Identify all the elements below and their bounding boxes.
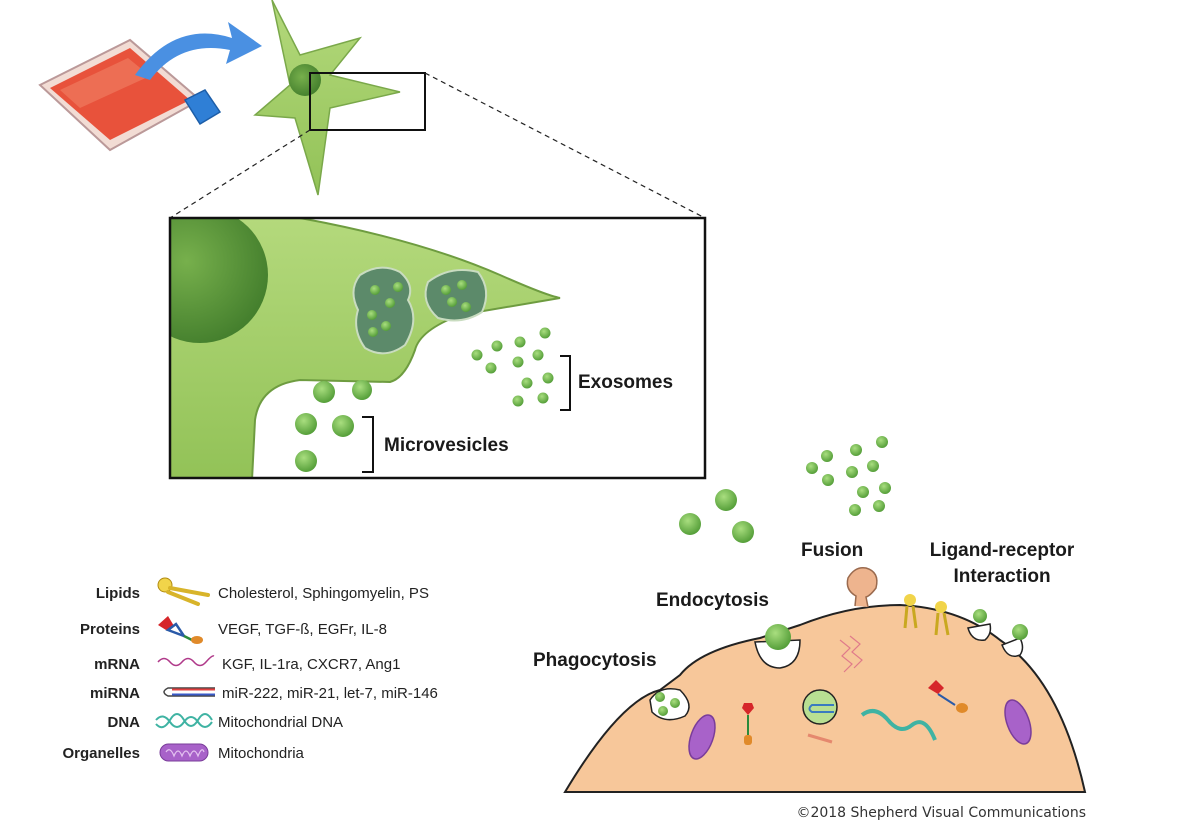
phagocytosis-label: Phagocytosis [533, 650, 657, 671]
released-vesicles [679, 436, 891, 543]
legend-row-mirna: miRNA miR-222, miR-21, let-7, miR-146 [90, 685, 438, 702]
svg-text:miR-222, miR-21, let-7, miR-14: miR-222, miR-21, let-7, miR-146 [222, 685, 438, 702]
legend-row-organelles: Organelles Mitochondria [62, 743, 305, 762]
exosome-particles [471, 327, 554, 407]
interaction-label: Interaction [953, 566, 1050, 587]
svg-text:DNA: DNA [108, 714, 141, 731]
svg-text:Cholesterol, Sphingomyelin, PS: Cholesterol, Sphingomyelin, PS [218, 585, 429, 602]
svg-text:miRNA: miRNA [90, 685, 140, 702]
microvesicles-bracket [362, 416, 374, 473]
mitochondria-icon [159, 743, 209, 762]
lipid-icon [157, 577, 210, 606]
svg-text:KGF, IL-1ra, CXCR7, Ang1: KGF, IL-1ra, CXCR7, Ang1 [222, 656, 400, 673]
exosomes-label: Exosomes [578, 372, 673, 393]
cargo-legend: Lipids Cholesterol, Sphingomyelin, PS Pr… [62, 577, 438, 762]
recipient-cell [563, 566, 1087, 793]
ligand-receptor-label: Ligand-receptor [930, 540, 1075, 561]
svg-text:VEGF, TGF-ß, EGFr, IL-8: VEGF, TGF-ß, EGFr, IL-8 [218, 621, 387, 638]
culture-flask-icon [38, 38, 222, 152]
microvesicles-label: Microvesicles [384, 435, 509, 456]
svg-text:Proteins: Proteins [80, 621, 140, 638]
exosomes-bracket [560, 355, 571, 411]
svg-text:Mitochondrial DNA: Mitochondrial DNA [218, 714, 343, 731]
mrna-icon [157, 655, 215, 667]
inset-magnified-view: Exosomes Microvesicles [168, 216, 707, 480]
svg-text:Lipids: Lipids [96, 585, 140, 602]
mirna-icon [163, 687, 215, 697]
fusion-label: Fusion [801, 540, 863, 561]
legend-row-lipids: Lipids Cholesterol, Sphingomyelin, PS [96, 577, 429, 606]
lipid-receptors [903, 594, 950, 636]
source-cell [253, 0, 401, 196]
copyright-text: ©2018 Shepherd Visual Communications [796, 805, 1086, 821]
legend-row-dna: DNA Mitochondrial DNA [108, 713, 343, 731]
legend-row-proteins: Proteins VEGF, TGF-ß, EGFr, IL-8 [80, 616, 387, 644]
svg-text:Organelles: Organelles [62, 745, 140, 762]
zoom-region [309, 72, 426, 131]
protein-icon [158, 616, 203, 644]
svg-text:mRNA: mRNA [94, 656, 140, 673]
microvesicle-particles [295, 413, 354, 472]
transfer-arrow-icon [135, 22, 262, 80]
legend-row-mrna: mRNA KGF, IL-1ra, CXCR7, Ang1 [94, 655, 400, 673]
svg-text:Mitochondria: Mitochondria [218, 745, 305, 762]
endocytosis-label: Endocytosis [656, 590, 769, 611]
dna-icon [155, 713, 213, 729]
